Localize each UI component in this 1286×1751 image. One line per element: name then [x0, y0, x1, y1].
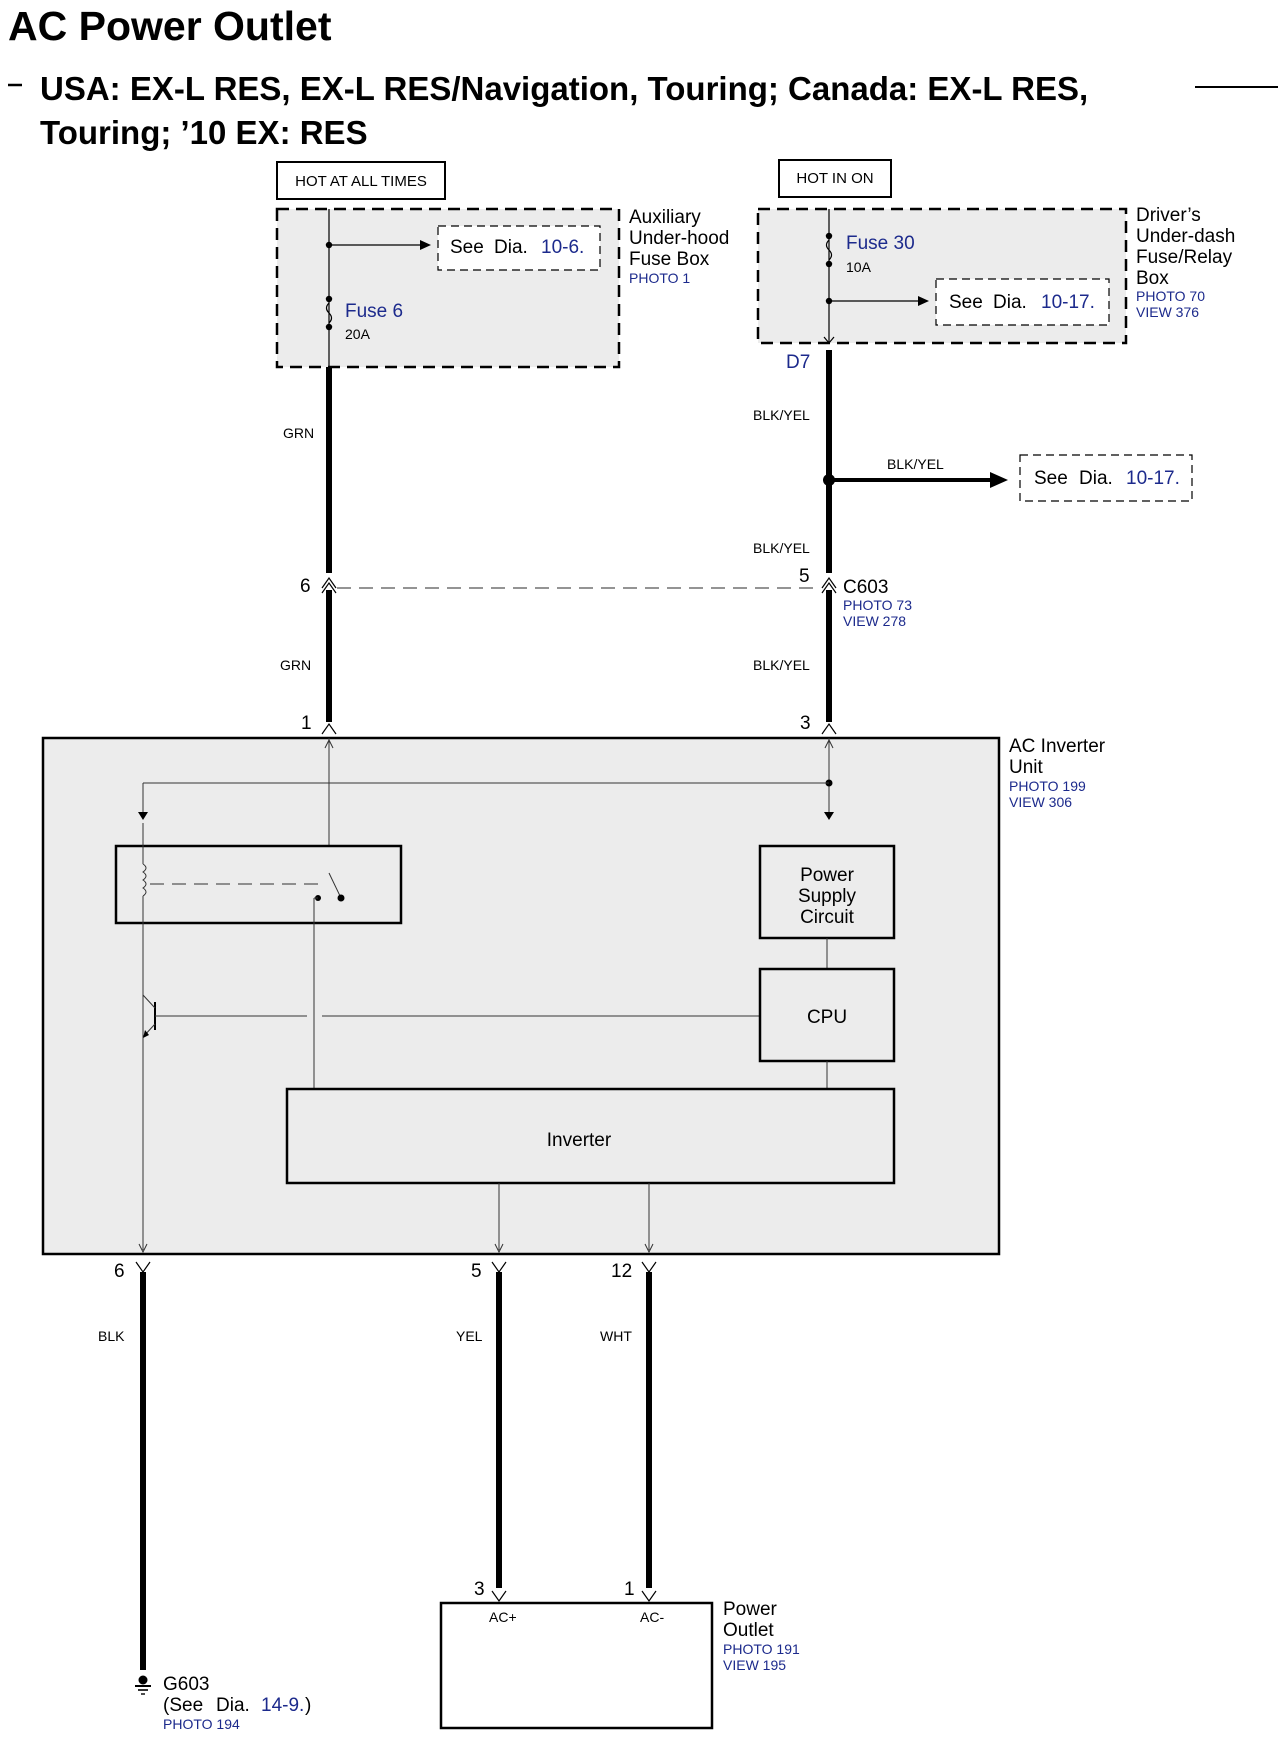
- outlet-pin-1: 1: [624, 1579, 635, 1600]
- wht-label: WHT: [600, 1328, 632, 1344]
- ground-icon: [135, 1675, 151, 1695]
- power-supply-label-3: Circuit: [800, 907, 855, 928]
- driver-box-name-4: Box: [1136, 268, 1169, 289]
- relay-switch: [328, 872, 342, 899]
- aux-box-name-1: Auxiliary: [629, 207, 701, 228]
- power-supply-label-1: Power: [800, 865, 855, 886]
- inverter-unit-name-2: Unit: [1009, 757, 1044, 778]
- blk-label: BLK: [98, 1328, 125, 1344]
- c603-pin-5: 5: [799, 566, 810, 587]
- driver-fuse-box: See Dia. 10-17. Fuse 30 10A: [756, 207, 1128, 345]
- hot-in-on-label: HOT IN ON: [796, 170, 873, 187]
- power-outlet-photo: PHOTO 191: [723, 1641, 800, 1657]
- subtitle-line-2: Touring; ’10 EX: RES: [40, 114, 368, 151]
- c603-pin-6: 6: [300, 576, 311, 597]
- inverter-unit-photo: PHOTO 199: [1009, 778, 1086, 794]
- hot-at-all-times-label: HOT AT ALL TIMES: [295, 173, 427, 190]
- aux-fuse-rating: 20A: [345, 326, 371, 342]
- power-supply-circuit-box: [758, 844, 896, 940]
- aux-box-photo: PHOTO 1: [629, 270, 690, 286]
- branch-see-text: See: [1034, 468, 1068, 489]
- ground-ref-suffix: ): [305, 1695, 311, 1716]
- branch-dia-ref: 10-17.: [1126, 468, 1180, 489]
- inverter-pin-12: 12: [611, 1261, 632, 1282]
- relay-coil: [142, 863, 147, 897]
- yel-label: YEL: [456, 1328, 483, 1344]
- aux-see-text: See: [450, 237, 484, 258]
- branch-dia-text: Dia.: [1079, 468, 1113, 489]
- blkyel-branch-label: BLK/YEL: [887, 456, 944, 472]
- outlet-pin-3: 3: [474, 1579, 485, 1600]
- ac-minus-label: AC-: [640, 1609, 664, 1625]
- power-outlet-name-1: Power: [723, 1599, 778, 1620]
- branch-see-dia-box: [1019, 454, 1193, 502]
- cpu-label: CPU: [807, 1007, 847, 1028]
- ground-see-prefix: (See: [163, 1695, 203, 1716]
- grn-lower-label: GRN: [280, 657, 311, 673]
- hot-in-on-tag: [778, 159, 892, 198]
- aux-see-dia-box: [437, 225, 601, 271]
- ground-photo: PHOTO 194: [163, 1716, 240, 1732]
- driver-box-name-1: Driver’s: [1136, 205, 1201, 226]
- power-outlet-name-2: Outlet: [723, 1620, 774, 1641]
- driver-dia-text: Dia.: [993, 292, 1027, 313]
- inverter-unit-name-1: AC Inverter: [1009, 736, 1106, 757]
- inverter-box: [285, 1087, 896, 1185]
- page-title: AC Power Outlet: [8, 3, 332, 49]
- blkyel-label-3: BLK/YEL: [753, 657, 810, 673]
- inverter-pin-5: 5: [471, 1261, 482, 1282]
- c603-pin5-connector: [821, 576, 837, 589]
- ac-plus-label: AC+: [489, 1609, 517, 1625]
- power-supply-label-2: Supply: [798, 886, 857, 907]
- blkyel-label-1: BLK/YEL: [753, 407, 810, 423]
- aux-fuse-box: See Dia. 10-6. Fuse 6 20A: [275, 207, 621, 369]
- power-outlet-box: [439, 1601, 714, 1730]
- inverter-pin-1: 1: [301, 713, 312, 734]
- inverter-pin-3: 3: [800, 713, 811, 734]
- driver-see-dia-box: [935, 278, 1110, 326]
- aux-box-name-3: Fuse Box: [629, 249, 710, 270]
- driver-fuse-name: Fuse 30: [846, 233, 915, 254]
- driver-dia-ref: 10-17.: [1041, 292, 1095, 313]
- power-outlet-view: VIEW 195: [723, 1657, 786, 1673]
- aux-dia-ref: 10-6.: [541, 237, 584, 258]
- inverter-label: Inverter: [547, 1130, 612, 1151]
- driver-box-name-2: Under-dash: [1136, 226, 1235, 247]
- driver-box-photo: PHOTO 70: [1136, 288, 1205, 304]
- subtitle-line-1: USA: EX-L RES, EX-L RES/Navigation, Tour…: [40, 70, 1088, 107]
- aux-dia-text: Dia.: [494, 237, 528, 258]
- aux-box-name-2: Under-hood: [629, 228, 729, 249]
- driver-box-view: VIEW 376: [1136, 304, 1199, 320]
- cpu-box: [758, 967, 896, 1063]
- driver-fuse-rating: 10A: [846, 259, 872, 275]
- aux-fuse-name: Fuse 6: [345, 301, 403, 322]
- grn-upper-label: GRN: [283, 425, 314, 441]
- driver-see-text: See: [949, 292, 983, 313]
- c603-pin6-connector: [321, 576, 337, 589]
- inverter-unit-view: VIEW 306: [1009, 794, 1072, 810]
- inverter-pin-6: 6: [114, 1261, 125, 1282]
- ground-dia-ref: 14-9.: [261, 1695, 304, 1716]
- hot-at-all-times-tag: [276, 161, 446, 200]
- blkyel-label-2: BLK/YEL: [753, 540, 810, 556]
- ground-name: G603: [163, 1674, 209, 1695]
- c603-name: C603: [843, 577, 888, 598]
- ground-dia-text: Dia.: [216, 1695, 250, 1716]
- driver-box-name-3: Fuse/Relay: [1136, 247, 1233, 268]
- driver-terminal-d7: D7: [786, 352, 810, 373]
- inverter-internal-circuit: Power Supply Circuit CPU Inverter: [114, 738, 896, 1254]
- c603-view: VIEW 278: [843, 613, 906, 629]
- c603-photo: PHOTO 73: [843, 597, 912, 613]
